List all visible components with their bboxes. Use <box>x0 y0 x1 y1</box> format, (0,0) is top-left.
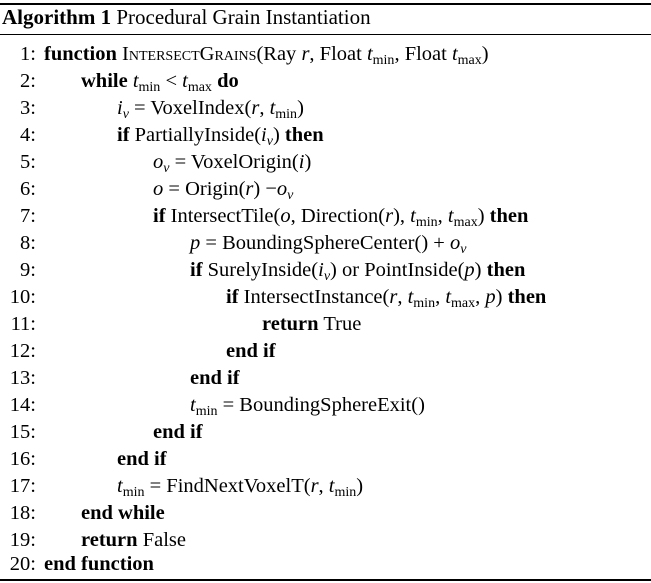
line-content: end while <box>81 502 165 524</box>
code-line: 1: function IntersectGrains(Ray r, Float… <box>0 41 651 68</box>
line-number: 14: <box>9 394 36 416</box>
line-number: 7: <box>20 205 36 227</box>
line-content: end if <box>117 448 167 470</box>
line-number: 9: <box>20 259 36 281</box>
line-content: end if <box>190 367 240 389</box>
code-line: 19: return False <box>0 527 651 554</box>
line-number: 12: <box>9 340 36 362</box>
line-content: ov = VoxelOrigin(i) <box>153 151 312 176</box>
top-rule <box>0 3 651 5</box>
code-line: 13: end if <box>0 365 651 392</box>
line-number: 1: <box>20 43 36 65</box>
line-content: while tmin < tmax do <box>81 70 239 95</box>
line-number: 16: <box>9 448 36 470</box>
caption-rule <box>0 34 651 35</box>
line-content: if IntersectInstance(r, tmin, tmax, p) t… <box>226 286 547 311</box>
line-number: 5: <box>20 151 36 173</box>
bottom-rule <box>0 579 651 581</box>
code-line: 12: end if <box>0 338 651 365</box>
line-number: 17: <box>9 475 36 497</box>
line-number: 11: <box>10 313 36 335</box>
algorithm-title: Procedural Grain Instantiation <box>116 5 371 29</box>
line-content: o = Origin(r) −ov <box>153 178 294 203</box>
code-line: 6: o = Origin(r) −ov <box>0 176 651 203</box>
code-line: 2: while tmin < tmax do <box>0 68 651 95</box>
line-content: function IntersectGrains(Ray r, Float tm… <box>44 43 489 68</box>
code-line: 3: iv = VoxelIndex(r, tmin) <box>0 95 651 122</box>
line-number: 18: <box>9 502 36 524</box>
line-number: 10: <box>9 286 36 308</box>
line-content: if PartiallyInside(iv) then <box>117 124 324 149</box>
code-line: 11: return True <box>0 311 651 338</box>
line-content: tmin = FindNextVoxelT(r, tmin) <box>117 475 364 500</box>
line-number: 13: <box>9 367 36 389</box>
line-content: p = BoundingSphereCenter() + ov <box>190 232 467 257</box>
code-line: 8: p = BoundingSphereCenter() + ov <box>0 230 651 257</box>
line-number: 3: <box>20 97 36 119</box>
code-line: 18: end while <box>0 500 651 527</box>
line-number: 8: <box>20 232 36 254</box>
line-content: if SurelyInside(iv) or PointInside(p) th… <box>190 259 526 284</box>
line-number: 20: <box>9 553 36 575</box>
line-number: 6: <box>20 178 36 200</box>
line-number: 4: <box>20 124 36 146</box>
line-content: if IntersectTile(o, Direction(r), tmin, … <box>153 205 529 230</box>
code-line: 9: if SurelyInside(iv) or PointInside(p)… <box>0 257 651 284</box>
code-line: 20: end function <box>0 551 651 578</box>
line-number: 2: <box>20 70 36 92</box>
code-line: 15: end if <box>0 419 651 446</box>
code-line: 5: ov = VoxelOrigin(i) <box>0 149 651 176</box>
algorithm-caption: Algorithm 1 Procedural Grain Instantiati… <box>2 6 371 28</box>
line-number: 15: <box>9 421 36 443</box>
line-content: return False <box>81 529 186 551</box>
line-content: end if <box>153 421 203 443</box>
line-content: end if <box>226 340 276 362</box>
code-line: 7: if IntersectTile(o, Direction(r), tmi… <box>0 203 651 230</box>
algorithm-label: Algorithm 1 <box>2 5 112 29</box>
line-number: 19: <box>9 529 36 551</box>
line-content: iv = VoxelIndex(r, tmin) <box>117 97 304 122</box>
code-line: 10: if IntersectInstance(r, tmin, tmax, … <box>0 284 651 311</box>
code-line: 14: tmin = BoundingSphereExit() <box>0 392 651 419</box>
line-content: return True <box>262 313 362 335</box>
code-line: 17: tmin = FindNextVoxelT(r, tmin) <box>0 473 651 500</box>
code-line: 16: end if <box>0 446 651 473</box>
line-content: end function <box>44 553 154 575</box>
line-content: tmin = BoundingSphereExit() <box>190 394 425 419</box>
code-line: 4: if PartiallyInside(iv) then <box>0 122 651 149</box>
